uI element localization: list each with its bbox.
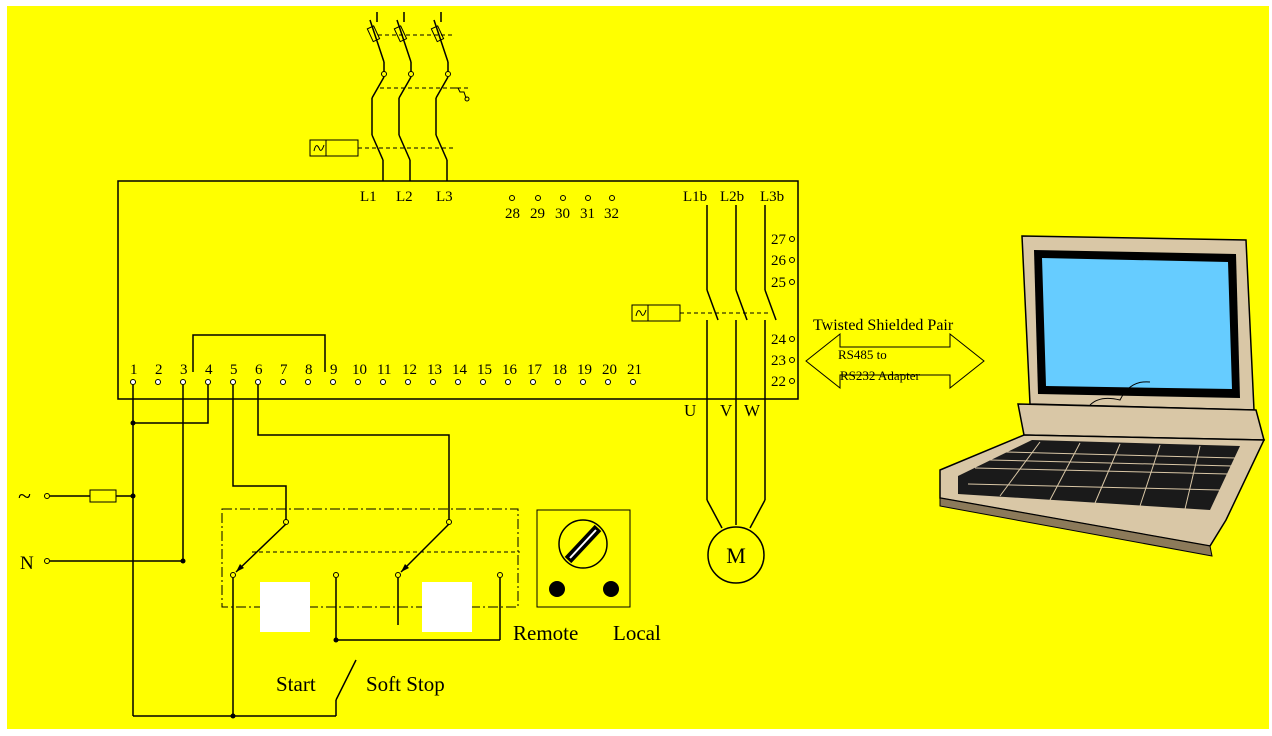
terminal-v: V: [720, 401, 733, 420]
selector-window-right: [422, 582, 472, 632]
selector-switch-icon: [536, 509, 631, 608]
soft-stop-label: Soft Stop: [366, 672, 445, 696]
control-terminal-7: [280, 379, 286, 385]
control-terminal-19: [580, 379, 586, 385]
start-label: Start: [276, 672, 316, 696]
control-terminal-6: [255, 379, 261, 385]
control-terminal-label-6: 6: [255, 362, 263, 378]
control-terminal-12: [405, 379, 411, 385]
terminal-l2b: L2b: [720, 189, 744, 205]
control-terminal-2: [155, 379, 161, 385]
isolator-switch: [371, 62, 470, 135]
control-terminal-20: [605, 379, 611, 385]
control-terminal-label-13: 13: [427, 362, 442, 378]
main-contactor: [309, 134, 455, 181]
terminal-l1: L1: [360, 189, 377, 205]
control-terminal-10: [355, 379, 361, 385]
terminal-l3: L3: [436, 189, 453, 205]
control-terminal-5: [230, 379, 236, 385]
control-terminal-label-7: 7: [280, 362, 288, 378]
control-terminal-label-20: 20: [602, 362, 617, 378]
control-terminal-label-21: 21: [627, 362, 642, 378]
terminal-24: 24: [771, 332, 787, 348]
control-terminal-1: [130, 379, 136, 385]
terminal-26: 26: [771, 253, 787, 269]
control-terminal-label-14: 14: [452, 362, 468, 378]
control-terminal-label-12: 12: [402, 362, 417, 378]
control-terminal-label-8: 8: [305, 362, 313, 378]
control-terminal-label-5: 5: [230, 362, 238, 378]
adapter-label-line1: RS485 to: [838, 347, 887, 362]
twisted-pair-label: Twisted Shielded Pair: [813, 317, 954, 334]
control-terminal-label-18: 18: [552, 362, 567, 378]
terminal-30: 30: [555, 206, 570, 222]
control-terminal-label-19: 19: [577, 362, 592, 378]
control-terminal-15: [480, 379, 486, 385]
motor-leads: U V W: [684, 320, 766, 529]
remote-label: Remote: [513, 621, 578, 645]
control-terminal-label-10: 10: [352, 362, 367, 378]
local-label: Local: [613, 621, 661, 645]
terminal-32: 32: [604, 206, 619, 222]
terminal-l3b: L3b: [760, 189, 784, 205]
control-terminal-label-16: 16: [502, 362, 518, 378]
terminal-22: 22: [771, 374, 786, 390]
fuse-icon: [89, 489, 117, 503]
terminal-25: 25: [771, 275, 786, 291]
soft-starter-box: [117, 180, 799, 400]
terminal-l2: L2: [396, 189, 413, 205]
control-terminal-16: [505, 379, 511, 385]
control-terminal-14: [455, 379, 461, 385]
terminal-27: 27: [771, 232, 787, 248]
supply-fuses: [366, 12, 455, 63]
terminal-29: 29: [530, 206, 545, 222]
terminal-31: 31: [580, 206, 595, 222]
terminal-23: 23: [771, 353, 786, 369]
input-terminal-labels: L1 L2 L3: [360, 189, 453, 205]
control-terminal-13: [430, 379, 436, 385]
output-terminal-labels: L1b L2b L3b: [683, 189, 784, 205]
adapter-label-line2: RS232 Adapter: [840, 368, 920, 383]
laptop-icon: [939, 235, 1266, 557]
motor-label: M: [726, 543, 746, 568]
jumper-link: [192, 334, 326, 372]
terminal-w: W: [744, 401, 761, 420]
motor-icon: M: [707, 526, 765, 584]
control-terminal-4: [205, 379, 211, 385]
control-terminal-17: [530, 379, 536, 385]
control-terminal-label-11: 11: [377, 362, 391, 378]
double-arrow-icon: [805, 332, 985, 390]
control-terminal-label-1: 1: [130, 362, 138, 378]
control-terminal-18: [555, 379, 561, 385]
terminal-28: 28: [505, 206, 520, 222]
terminal-l1b: L1b: [683, 189, 707, 205]
control-terminal-11: [380, 379, 386, 385]
control-terminal-label-2: 2: [155, 362, 163, 378]
selector-window-left: [260, 582, 310, 632]
terminal-u: U: [684, 401, 696, 420]
control-terminal-8: [305, 379, 311, 385]
control-terminal-label-9: 9: [330, 362, 338, 378]
control-terminal-21: [630, 379, 636, 385]
bypass-contactor: [631, 205, 777, 322]
control-terminal-3: [180, 379, 186, 385]
control-wiring: ~ N: [18, 385, 501, 719]
control-terminal-label-17: 17: [527, 362, 543, 378]
control-terminal-9: [330, 379, 336, 385]
supply-line-symbol: ~: [18, 484, 31, 510]
control-labels: Remote Local Start Soft Stop: [276, 621, 661, 696]
control-terminal-label-15: 15: [477, 362, 492, 378]
selector-switch-block: [221, 508, 520, 632]
right-terminals: 27 26 25 24 23 22: [771, 232, 795, 390]
control-terminal-label-4: 4: [205, 362, 213, 378]
supply-neutral-label: N: [20, 553, 34, 574]
control-terminal-label-3: 3: [180, 362, 188, 378]
aux-terminals: 28 29 30 31 32: [505, 195, 619, 222]
